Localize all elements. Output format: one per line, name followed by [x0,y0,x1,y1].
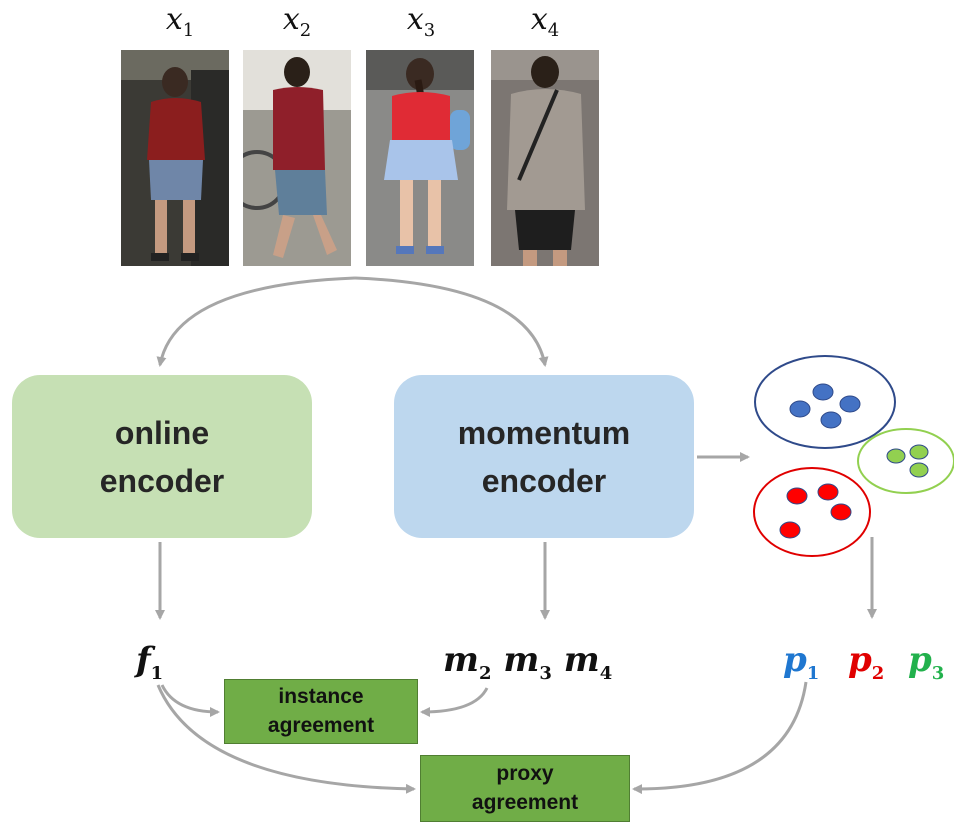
person-image-1 [121,50,229,266]
feature-m2: m2 [443,640,492,684]
p-to-proxy-arrow [632,681,808,795]
f-to-instance-arrow [160,684,220,717]
momentum-features: m2 m3 m4 [443,640,612,684]
input-label-x1: x1 [165,2,195,41]
feature-m3: m3 [503,640,552,684]
online-encoder: online encoder [12,375,312,538]
instance-agreement-line1: instance [278,685,364,709]
proxy-p1: p1 [783,640,820,684]
instance-agreement-line2: agreement [267,713,375,737]
person-image-4 [491,50,599,266]
cluster-blue [754,355,896,449]
proxy-agreement-line2: agreement [471,790,579,814]
cluster-point [909,444,929,460]
input-label-x2: x2 [282,2,312,41]
cluster-point [909,462,929,478]
momentum-encoder-label-line2: encoder [481,462,607,499]
feature-m4: m4 [563,640,613,684]
cluster-red [753,467,871,557]
cluster-point [789,400,811,418]
online-encoder-label-line1: online [114,414,210,451]
m-to-instance-arrow [420,687,489,717]
cluster-point [886,448,906,464]
split-arrow-online [156,276,356,367]
momentum-encoder-label-line1: momentum [457,414,631,451]
feature-f1: f1 [136,640,164,684]
proxy-agreement-line1: proxy [496,762,554,786]
online-encoder-label-line2: encoder [99,462,225,499]
person-image-3 [366,50,474,266]
cluster-green [857,428,954,494]
cluster-point [820,411,842,429]
input-label-x4: x4 [530,2,560,41]
instance-agreement-box: instance agreement [224,679,418,744]
proxy-p3: p3 [908,640,945,684]
split-arrow-momentum [354,276,549,367]
proxy-agreement-box: proxy agreement [420,755,630,822]
cluster-point [786,487,808,505]
cluster-point [830,503,852,521]
person-image-2 [243,50,351,266]
cluster-point [779,521,801,539]
cluster-point [812,383,834,401]
cluster-point [817,483,839,501]
momentum-encoder: momentum encoder [394,375,694,538]
proxy-p2: p2 [848,640,885,684]
input-label-x3: x3 [406,2,436,41]
f-to-proxy-arrow [156,684,416,794]
cluster-point [839,395,861,413]
